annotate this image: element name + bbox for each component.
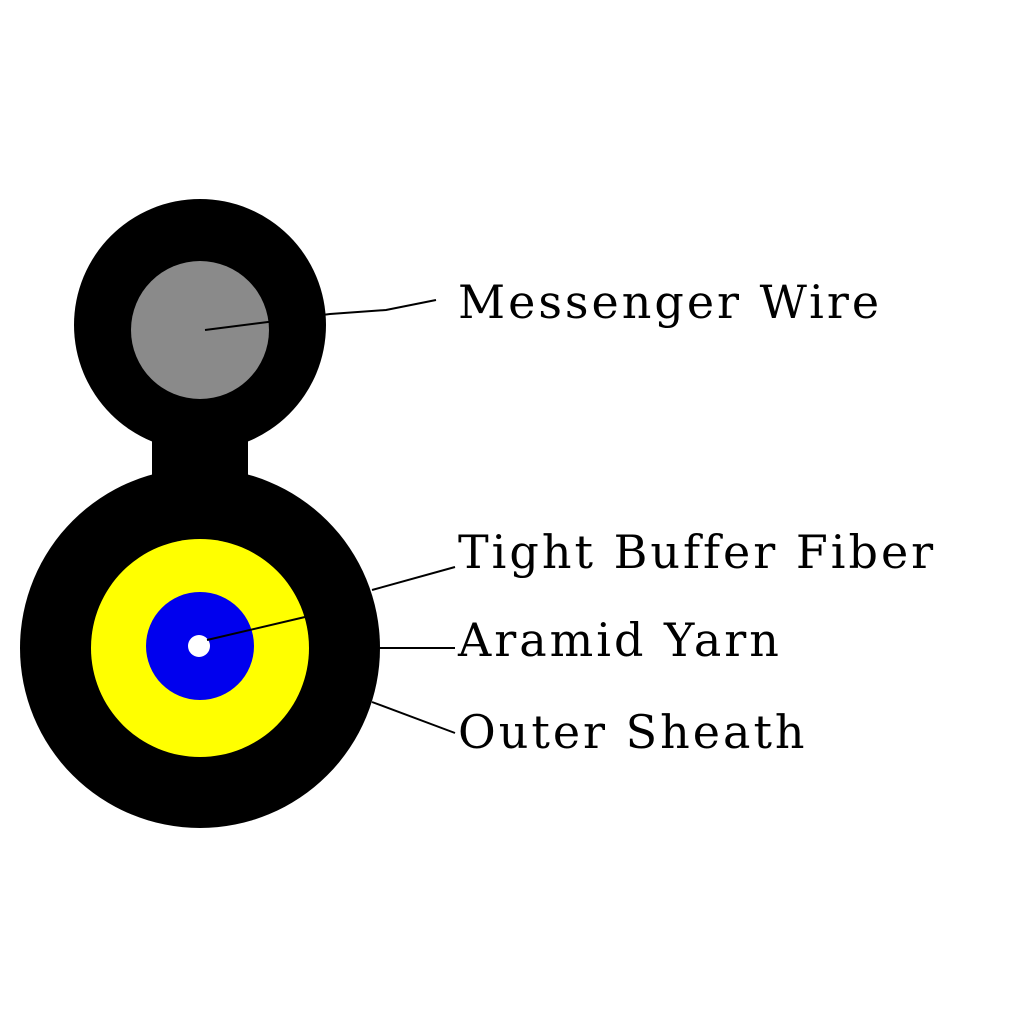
leader-line-aramid-yarn bbox=[206, 616, 306, 641]
label-aramid-yarn: Aramid Yarn bbox=[457, 613, 782, 667]
label-messenger-wire: Messenger Wire bbox=[458, 275, 882, 329]
leader-line-tight-buffer-fiber bbox=[371, 566, 456, 591]
label-outer-sheath: Outer Sheath bbox=[458, 705, 808, 759]
messenger-wire bbox=[131, 261, 269, 399]
leader-line-messenger-wire bbox=[204, 299, 437, 331]
leader-line-outer-sheath bbox=[371, 701, 456, 734]
fiber-core bbox=[188, 635, 210, 657]
label-tight-buffer-fiber: Tight Buffer Fiber bbox=[458, 525, 936, 579]
